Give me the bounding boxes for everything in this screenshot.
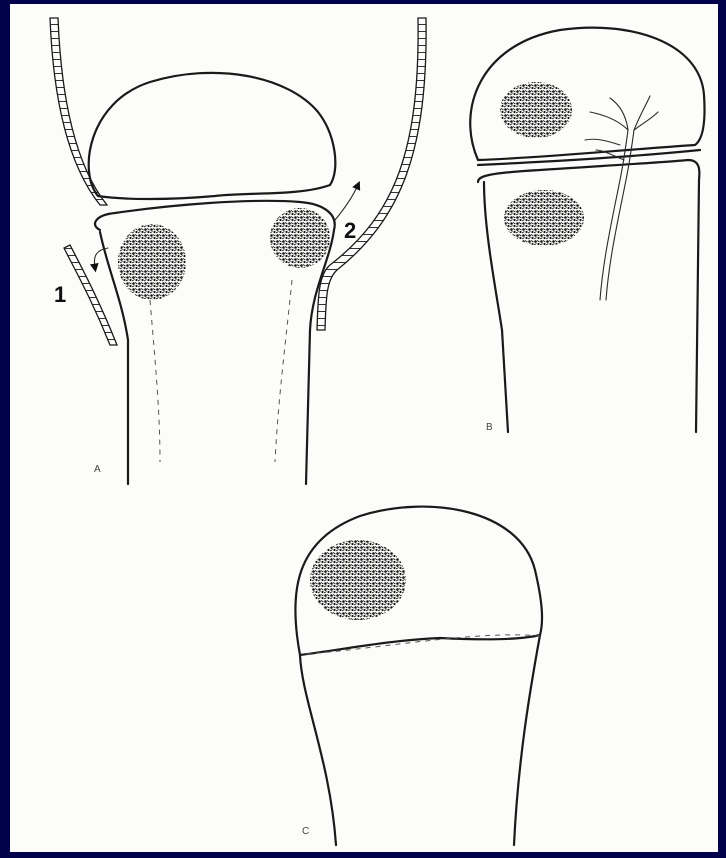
- ossification-cluster-b-upper: [500, 82, 572, 138]
- arrow-label-1: 1: [54, 282, 66, 307]
- ossification-cluster-c: [310, 540, 406, 620]
- ossification-cluster-b-lower: [504, 190, 584, 246]
- panel-label-b: B: [486, 422, 493, 433]
- ossification-cluster-left: [118, 224, 186, 300]
- ossification-cluster-right: [270, 208, 330, 268]
- panel-label-c: C: [302, 826, 309, 837]
- panel-label-a: A: [94, 464, 101, 475]
- paper-background: [10, 4, 718, 852]
- arrow-label-2: 2: [344, 218, 356, 243]
